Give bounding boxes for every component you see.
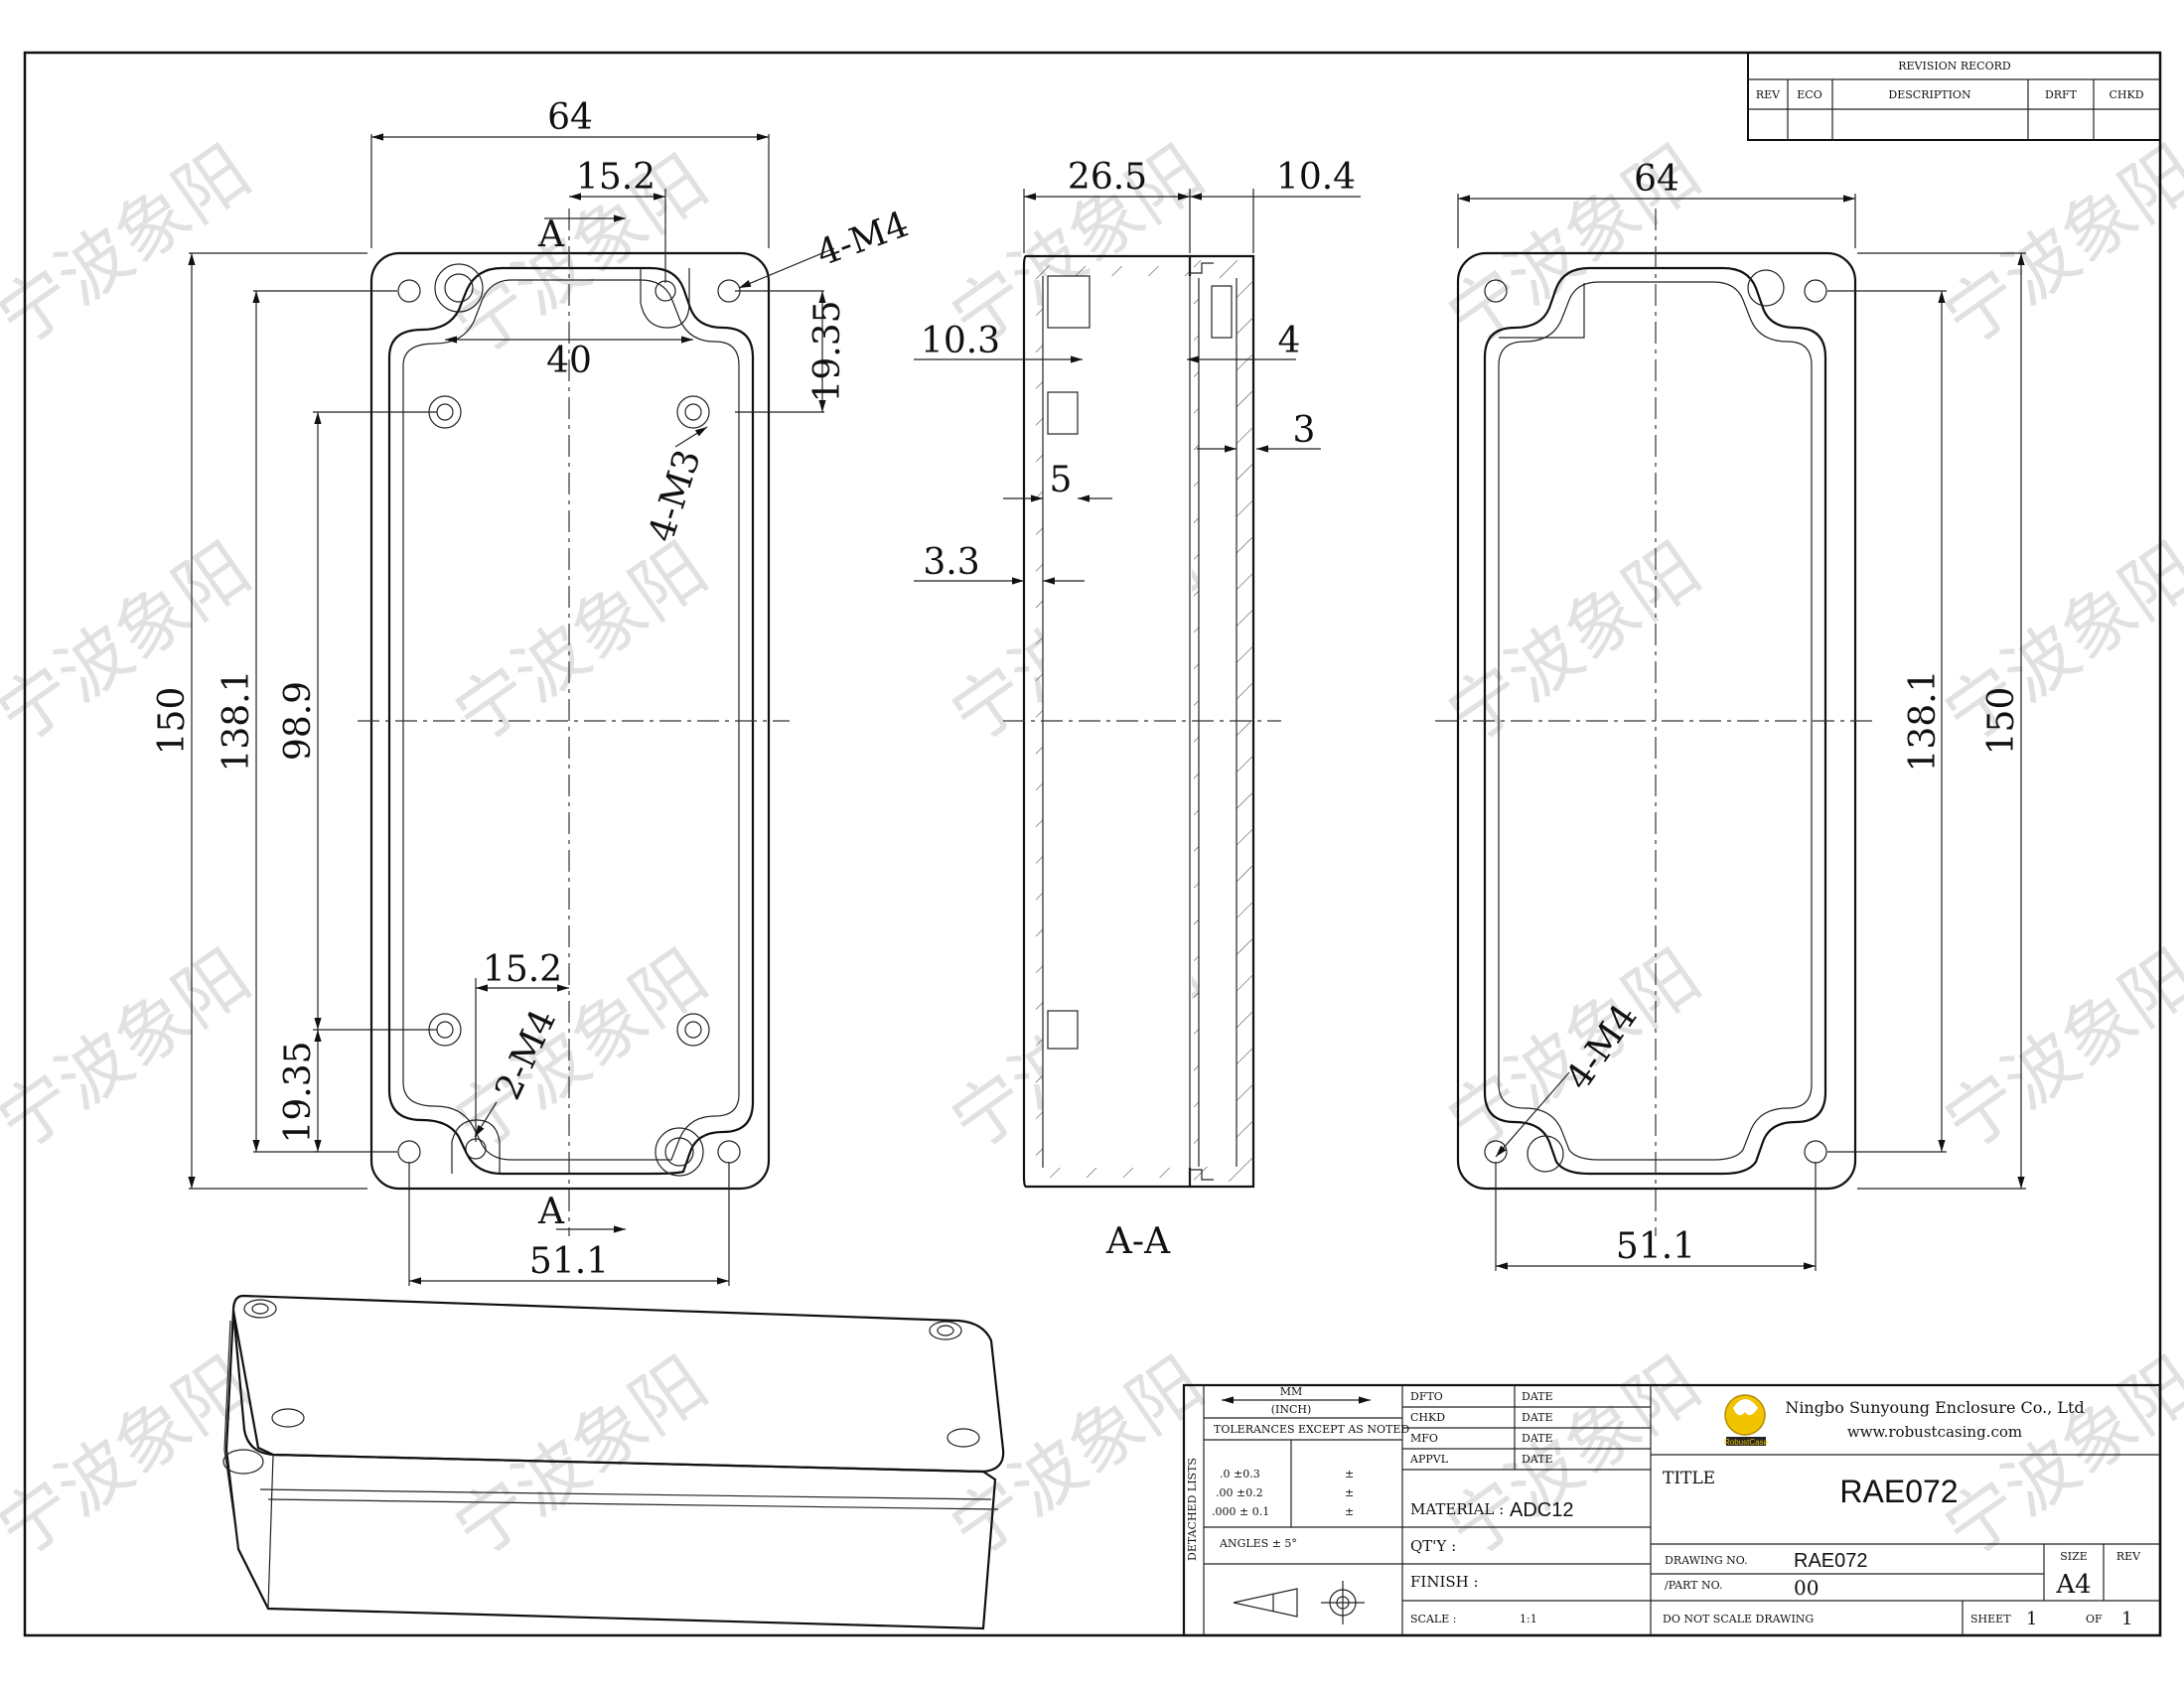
title-block: DETACHED LISTS MM (INCH) TOLERANCES EXCE… bbox=[1182, 1383, 2162, 1637]
dim-26-5: 26.5 bbox=[1068, 157, 1147, 198]
appvl-date-label: DATE bbox=[1522, 1453, 1553, 1466]
watermark: 宁波象阳 bbox=[1930, 129, 2184, 361]
part-no-label: /PART NO. bbox=[1665, 1579, 1722, 1592]
dim-3-3: 3.3 bbox=[923, 542, 979, 583]
dim-98-9: 98.9 bbox=[278, 681, 319, 761]
watermark: 宁波象阳 bbox=[1930, 1340, 2184, 1573]
do-not-scale-note: DO NOT SCALE DRAWING bbox=[1663, 1613, 1814, 1625]
tolerance-2: .00 ±0.2 bbox=[1216, 1486, 1263, 1499]
dim-64-front: 64 bbox=[547, 97, 593, 138]
logo-text: RobustCase bbox=[1724, 1438, 1769, 1447]
appvl-label: APPVL bbox=[1409, 1453, 1449, 1466]
of-value: 1 bbox=[2121, 1609, 2132, 1629]
tolerances-title: TOLERANCES EXCEPT AS NOTED bbox=[1214, 1423, 1409, 1436]
drawing-no-label: DRAWING NO. bbox=[1665, 1554, 1748, 1567]
watermark: 宁波象阳 bbox=[1433, 1340, 1715, 1573]
drawing-no-value: RAE072 bbox=[1794, 1550, 1868, 1572]
watermark: 宁波象阳 bbox=[1433, 933, 1715, 1166]
sheet-value: 1 bbox=[2026, 1609, 2037, 1629]
drawing-border bbox=[23, 51, 2162, 1637]
dim-138-1-front: 138.1 bbox=[217, 669, 257, 772]
dim-150-front: 150 bbox=[152, 687, 193, 756]
dim-5: 5 bbox=[1050, 460, 1073, 500]
company-name: Ningbo Sunyoung Enclosure Co., Ltd bbox=[1785, 1398, 2084, 1417]
part-no-value: 00 bbox=[1794, 1576, 1819, 1600]
label-4-m3: 4-M3 bbox=[642, 445, 709, 547]
watermark: 宁波象阳 bbox=[440, 526, 722, 759]
dim-40: 40 bbox=[546, 341, 592, 381]
watermark: 宁波象阳 bbox=[1930, 933, 2184, 1166]
section-a-bottom-label: A bbox=[537, 1192, 565, 1232]
company-logo: RobustCase bbox=[1724, 1394, 1769, 1447]
section-a-top-label: A bbox=[537, 214, 565, 255]
material-label: MATERIAL : bbox=[1410, 1500, 1504, 1518]
tolerance-3: .000 ± 0.1 bbox=[1212, 1505, 1269, 1518]
finish-label: FINISH : bbox=[1410, 1573, 1479, 1591]
chkd-column-header: CHKD bbox=[2109, 88, 2143, 101]
dim-15-2-top: 15.2 bbox=[576, 157, 655, 198]
qty-label: QT'Y : bbox=[1410, 1537, 1456, 1555]
angles-tolerance: ANGLES ± 5° bbox=[1219, 1537, 1297, 1550]
size-value: A4 bbox=[2055, 1570, 2091, 1600]
watermark: 宁波象阳 bbox=[1930, 526, 2184, 759]
watermark: 宁波象阳 bbox=[440, 1340, 722, 1573]
dim-10-3: 10.3 bbox=[921, 321, 1000, 361]
drft-column-header: DRFT bbox=[2045, 88, 2078, 101]
revision-record-title: REVISION RECORD bbox=[1898, 60, 2011, 72]
title-label: TITLE bbox=[1663, 1469, 1715, 1488]
detached-lists-label: DETACHED LISTS bbox=[1186, 1458, 1199, 1561]
material-value: ADC12 bbox=[1510, 1499, 1573, 1521]
inch-tol-1: ± bbox=[1345, 1468, 1354, 1480]
unit-inch: (INCH) bbox=[1271, 1403, 1312, 1416]
dfto-date-label: DATE bbox=[1522, 1390, 1553, 1403]
dim-19-35-top: 19.35 bbox=[807, 300, 848, 402]
watermark: 宁波象阳 bbox=[1433, 526, 1715, 759]
section-view: 26.5 10.4 10.3 4 3 5 3.3 A-A bbox=[914, 157, 1361, 1262]
of-label: OF bbox=[2086, 1613, 2103, 1625]
label-4-m4-front: 4-M4 bbox=[811, 204, 914, 274]
tolerance-1: .0 ±0.3 bbox=[1220, 1468, 1260, 1480]
rev-label: REV bbox=[2116, 1550, 2141, 1563]
dim-19-35-bottom: 19.35 bbox=[278, 1041, 319, 1143]
dim-138-1-rear: 138.1 bbox=[1903, 669, 1944, 772]
isometric-view bbox=[222, 1294, 1005, 1630]
dim-64-rear: 64 bbox=[1634, 159, 1679, 200]
section-a-a-label: A-A bbox=[1105, 1221, 1171, 1262]
watermark: 宁波象阳 bbox=[0, 129, 265, 361]
mfo-date-label: DATE bbox=[1522, 1432, 1553, 1445]
scale-label: SCALE : bbox=[1410, 1613, 1456, 1625]
dim-15-2-bottom: 15.2 bbox=[483, 949, 562, 990]
unit-mm: MM bbox=[1280, 1385, 1303, 1398]
projection-symbol-icon bbox=[1233, 1581, 1365, 1624]
sheet-label: SHEET bbox=[1970, 1613, 2011, 1625]
dfto-label: DFTO bbox=[1410, 1390, 1443, 1403]
dim-51-1-front: 51.1 bbox=[529, 1241, 609, 1282]
title-value: RAE072 bbox=[1839, 1474, 1958, 1509]
chkd-label: CHKD bbox=[1410, 1411, 1445, 1424]
dim-3: 3 bbox=[1293, 410, 1316, 451]
inch-tol-3: ± bbox=[1345, 1505, 1354, 1518]
scale-value: 1:1 bbox=[1520, 1613, 1537, 1625]
dim-51-1-rear: 51.1 bbox=[1616, 1226, 1695, 1267]
rev-column-header: REV bbox=[1756, 88, 1781, 101]
description-column-header: DESCRIPTION bbox=[1888, 88, 1971, 101]
company-url: www.robustcasing.com bbox=[1847, 1423, 2022, 1441]
eco-column-header: ECO bbox=[1797, 88, 1821, 101]
mfo-label: MFO bbox=[1410, 1432, 1438, 1445]
watermark: 宁波象阳 bbox=[0, 933, 265, 1166]
dim-4: 4 bbox=[1278, 321, 1301, 361]
watermark: 宁波象阳 bbox=[937, 1340, 1219, 1573]
revision-record-table: REVISION RECORD REV ECO DESCRIPTION DRFT… bbox=[1747, 52, 2161, 141]
dim-150-rear: 150 bbox=[1981, 687, 2022, 756]
inch-tol-2: ± bbox=[1345, 1486, 1354, 1499]
size-label: SIZE bbox=[2060, 1550, 2088, 1563]
chkd-date-label: DATE bbox=[1522, 1411, 1553, 1424]
dim-10-4: 10.4 bbox=[1276, 157, 1356, 198]
